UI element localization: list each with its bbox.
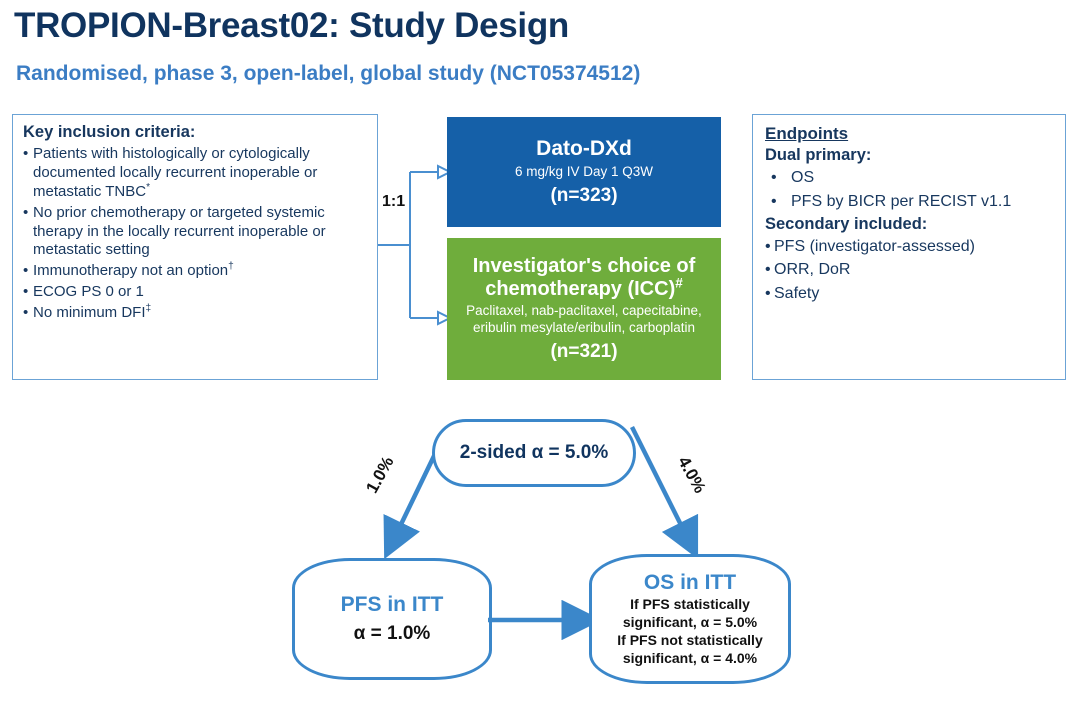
pfs-in-itt-node: PFS in ITT α = 1.0%	[292, 558, 492, 680]
arm-name: Dato-DXd	[536, 137, 632, 161]
os-title: OS in ITT	[643, 570, 737, 594]
endpoints-title: Endpoints	[765, 124, 849, 143]
os-note-line-2: significant, α = 5.0%	[622, 613, 758, 630]
criteria-item-text: Immunotherapy not an option†	[33, 261, 234, 280]
endpoint-item-text: PFS (investigator-assessed)	[774, 237, 975, 255]
bullet-icon: •	[23, 283, 29, 301]
endpoints-panel: Endpoints Dual primary: • OS • PFS by BI…	[752, 114, 1066, 380]
randomisation-connector	[378, 164, 452, 326]
endpoint-item-text: OS	[791, 169, 815, 186]
criteria-item: • No minimum DFI‡	[23, 304, 369, 323]
treatment-arm-dato-dxd: Dato-DXd 6 mg/kg IV Day 1 Q3W (n=323)	[447, 117, 721, 227]
endpoint-item: • ORR, DoR	[765, 260, 1059, 281]
bullet-icon: •	[771, 169, 777, 186]
criteria-item: • ECOG PS 0 or 1	[23, 283, 369, 302]
bullet-icon: •	[765, 237, 771, 255]
arm-sample-size: (n=323)	[550, 184, 618, 206]
alpha-total-node: 2-sided α = 5.0%	[432, 419, 636, 487]
arm-dose: 6 mg/kg IV Day 1 Q3W	[514, 163, 654, 179]
criteria-item: • Patients with histologically or cytolo…	[23, 145, 369, 202]
randomisation-ratio-label: 1:1	[382, 193, 406, 210]
os-in-itt-node: OS in ITT If PFS statistically significa…	[589, 554, 791, 684]
endpoint-item-text: Safety	[774, 285, 820, 303]
pfs-title: PFS in ITT	[340, 592, 444, 616]
treatment-arm-icc: Investigator's choice of chemotherapy (I…	[447, 238, 721, 380]
endpoint-item: • PFS by BICR per RECIST v1.1	[765, 192, 1059, 213]
key-inclusion-criteria-panel: Key inclusion criteria: • Patients with …	[12, 114, 378, 380]
arm-dose: Paclitaxel, nab-paclitaxel, capecitabine…	[466, 303, 702, 336]
arm-name: Investigator's choice of chemotherapy (I…	[472, 254, 696, 301]
os-note-line-4: significant, α = 4.0%	[622, 650, 758, 667]
criteria-item-text: ECOG PS 0 or 1	[33, 283, 144, 301]
criteria-heading: Key inclusion criteria:	[23, 123, 196, 141]
bullet-icon: •	[765, 285, 771, 303]
bullet-icon: •	[765, 261, 771, 279]
endpoints-secondary-heading: Secondary included:	[765, 214, 928, 233]
endpoint-item-text: PFS by BICR per RECIST v1.1	[791, 192, 1012, 210]
pfs-alpha-value: α = 1.0%	[353, 623, 431, 645]
criteria-item: • No prior chemotherapy or targeted syst…	[23, 204, 369, 261]
bullet-icon: •	[23, 262, 29, 280]
page-title: TROPION-Breast02: Study Design	[14, 6, 569, 45]
endpoint-item: • PFS (investigator-assessed)	[765, 237, 1059, 258]
page-subtitle: Randomised, phase 3, open-label, global …	[16, 62, 641, 85]
bullet-icon: •	[23, 203, 29, 221]
bullet-icon: •	[23, 304, 29, 322]
endpoint-item: • OS	[765, 168, 1059, 189]
os-note-line-3: If PFS not statistically	[617, 632, 763, 649]
bullet-icon: •	[771, 192, 777, 210]
criteria-item-text: No minimum DFI‡	[33, 303, 152, 322]
os-note-line-1: If PFS statistically	[630, 595, 750, 612]
criteria-item-text: No prior chemotherapy or targeted system…	[33, 203, 326, 259]
endpoint-item-text: ORR, DoR	[774, 261, 851, 279]
arm-sample-size: (n=321)	[550, 341, 618, 363]
endpoint-item: • Safety	[765, 284, 1059, 305]
criteria-item: • Immunotherapy not an option†	[23, 262, 369, 281]
endpoints-primary-heading: Dual primary:	[765, 146, 872, 164]
bullet-icon: •	[23, 145, 29, 162]
pfs-to-os-arrow	[488, 600, 598, 640]
criteria-item-text: Patients with histologically or cytologi…	[33, 145, 318, 200]
